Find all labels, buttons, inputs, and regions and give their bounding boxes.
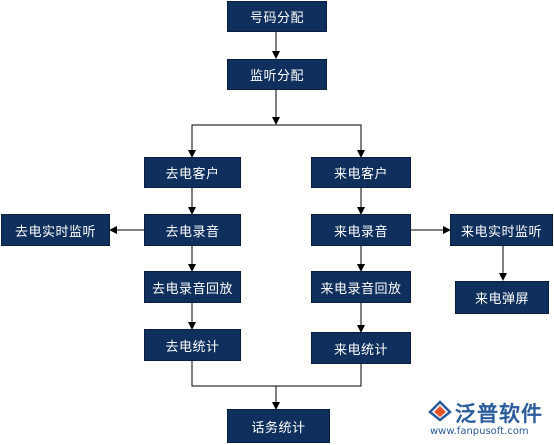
logo-mark-icon	[428, 400, 452, 422]
node-monitor-assign: 监听分配	[227, 59, 327, 90]
company-logo: 泛普软件 www.fanpusoft.com	[425, 396, 550, 444]
node-outgoing-realtime: 去电实时监听	[1, 214, 110, 246]
node-call-stats: 话务统计	[227, 409, 330, 443]
logo-url: www.fanpusoft.com	[430, 426, 529, 437]
logo-name: 泛普软件	[455, 402, 543, 426]
node-outgoing-client: 去电客户	[144, 157, 241, 188]
node-outgoing-record: 去电录音	[144, 214, 241, 246]
node-outgoing-stats: 去电统计	[144, 329, 241, 361]
edge-split-bar	[191, 124, 362, 155]
node-outgoing-playback: 去电录音回放	[144, 271, 241, 303]
node-incoming-popup: 来电弹屏	[455, 281, 549, 314]
node-incoming-client: 来电客户	[311, 157, 411, 188]
node-number-assign: 号码分配	[227, 1, 327, 32]
edge-merge-bar	[191, 361, 362, 387]
node-incoming-playback: 来电录音回放	[311, 271, 411, 303]
node-incoming-record: 来电录音	[311, 214, 411, 246]
node-incoming-stats: 来电统计	[311, 332, 411, 364]
node-incoming-realtime: 来电实时监听	[450, 214, 553, 246]
